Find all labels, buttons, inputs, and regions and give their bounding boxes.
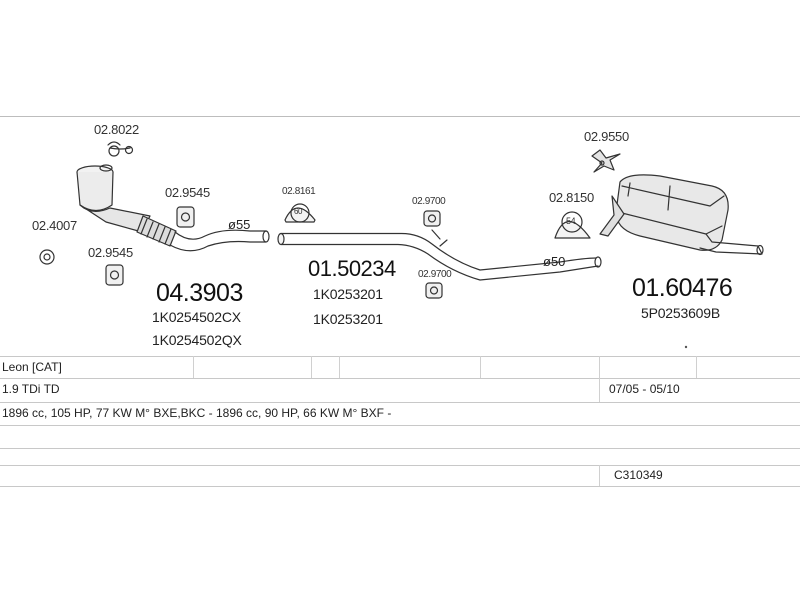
clamp-right-number: 54	[566, 216, 576, 226]
catalytic-converter-icon	[76, 164, 151, 233]
front-pipe-icon	[169, 229, 270, 252]
middle-oem-2: 1K0253201	[313, 311, 383, 327]
middle-pipe-icon	[277, 229, 602, 281]
exhaust-drawing	[39, 141, 764, 349]
flex-pipe-icon	[136, 215, 177, 247]
front-oem-2: 1K0254502QX	[152, 332, 242, 348]
clamp-icon	[284, 203, 316, 223]
middle-assembly-number: 01.50234	[308, 256, 396, 281]
front-oem-1: 1K0254502CX	[152, 309, 241, 325]
vehicle-period: 07/05 - 05/10	[609, 382, 680, 396]
rear-oem-1: 5P0253609B	[641, 305, 720, 321]
hanger-left-a-label: 02.9545	[165, 185, 210, 200]
rear-assembly-number: 01.60476	[632, 274, 733, 302]
hanger-mid-a-label: 02.9700	[412, 196, 446, 207]
middle-oem-1: 1K0253201	[313, 286, 383, 302]
hanger-left-b-label: 02.9545	[88, 245, 133, 260]
top-divider	[0, 116, 800, 117]
clamp-icon	[554, 211, 591, 239]
hanger-right-label: 02.9550	[584, 129, 629, 144]
front-assembly-number: 04.3903	[156, 279, 243, 307]
rubber-hanger-icon	[425, 282, 443, 299]
diameter-50-label: ø50	[543, 254, 566, 269]
hanger-bracket-icon	[591, 149, 621, 173]
clamp-right-label: 02.8150	[549, 190, 594, 205]
ring-left-label: 02.4007	[32, 218, 77, 233]
diameter-55-label: ø55	[228, 217, 251, 232]
rubber-hanger-icon	[423, 210, 441, 227]
clamp-top-label: 02.8022	[94, 122, 139, 137]
hanger-mid-b-label: 02.9700	[418, 269, 452, 280]
vehicle-specs: 1896 cc, 105 HP, 77 KW M° BXE,BKC - 1896…	[2, 406, 392, 420]
ring-icon	[39, 249, 55, 265]
clamp-mid-label: 02.8161	[282, 186, 316, 197]
dot-mark	[684, 345, 688, 349]
vehicle-engine: 1.9 TDi TD	[2, 382, 60, 396]
vehicle-model: Leon [CAT]	[2, 360, 62, 374]
rubber-hanger-icon	[176, 206, 195, 228]
rear-muffler-icon	[599, 174, 764, 256]
rubber-hanger-icon	[105, 264, 124, 286]
clamp-mid-number: 60	[294, 207, 303, 216]
vehicle-code: C310349	[614, 468, 663, 482]
clamp-icon	[107, 141, 134, 157]
